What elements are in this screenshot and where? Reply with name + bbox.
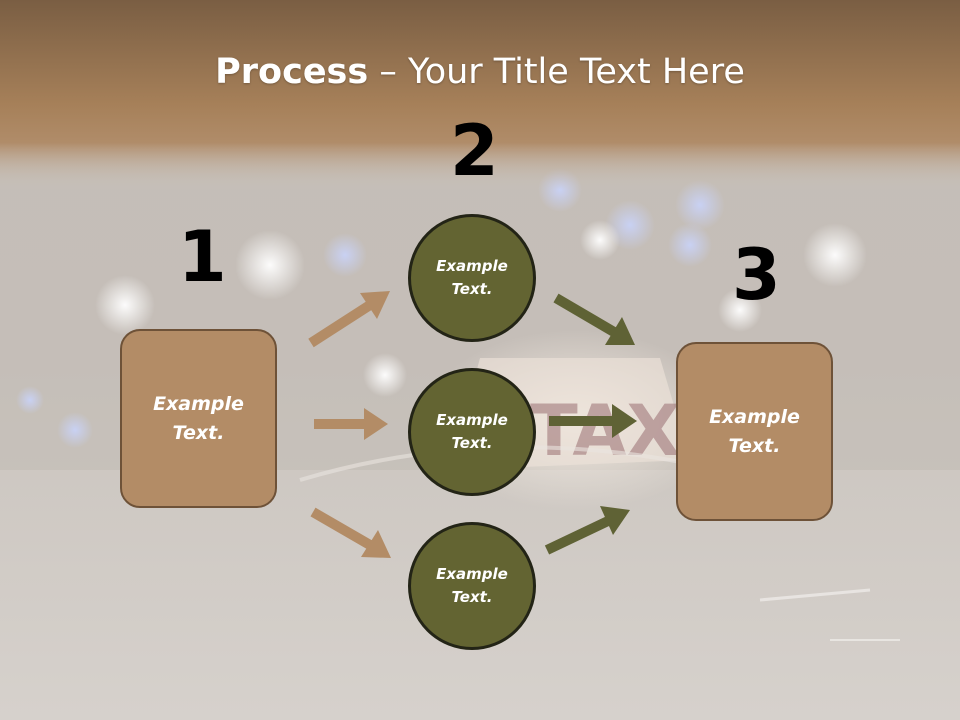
arrow-2-to-3-top [553,293,635,345]
slide-title: Process – Your Title Text Here [0,52,960,92]
step-3-label: Example Text. [709,405,800,457]
step-1-box: Example Text. [120,329,277,508]
step-2-label-middle: Example Text. [436,411,508,452]
step-2-label-top: Example Text. [436,257,508,298]
step-1-label: Example Text. [153,392,244,444]
step-2-label-bottom: Example Text. [436,565,508,606]
title-bold: Process [215,52,369,92]
arrow-2-to-3-middle [549,404,637,438]
arrow-1-to-2-middle [314,408,388,440]
arrow-2-to-3-bottom [544,506,630,555]
step-number-2: 2 [450,110,499,192]
step-2-circle-bottom: Example Text. [408,522,536,650]
step-2-circle-middle: Example Text. [408,368,536,496]
arrow-1-to-2-bottom [310,507,391,558]
arrow-1-to-2-top [308,291,390,348]
step-number-3: 3 [732,234,781,316]
step-2-circle-top: Example Text. [408,214,536,342]
step-number-1: 1 [178,216,227,298]
step-3-box: Example Text. [676,342,833,521]
title-rest: – Your Title Text Here [368,52,745,92]
